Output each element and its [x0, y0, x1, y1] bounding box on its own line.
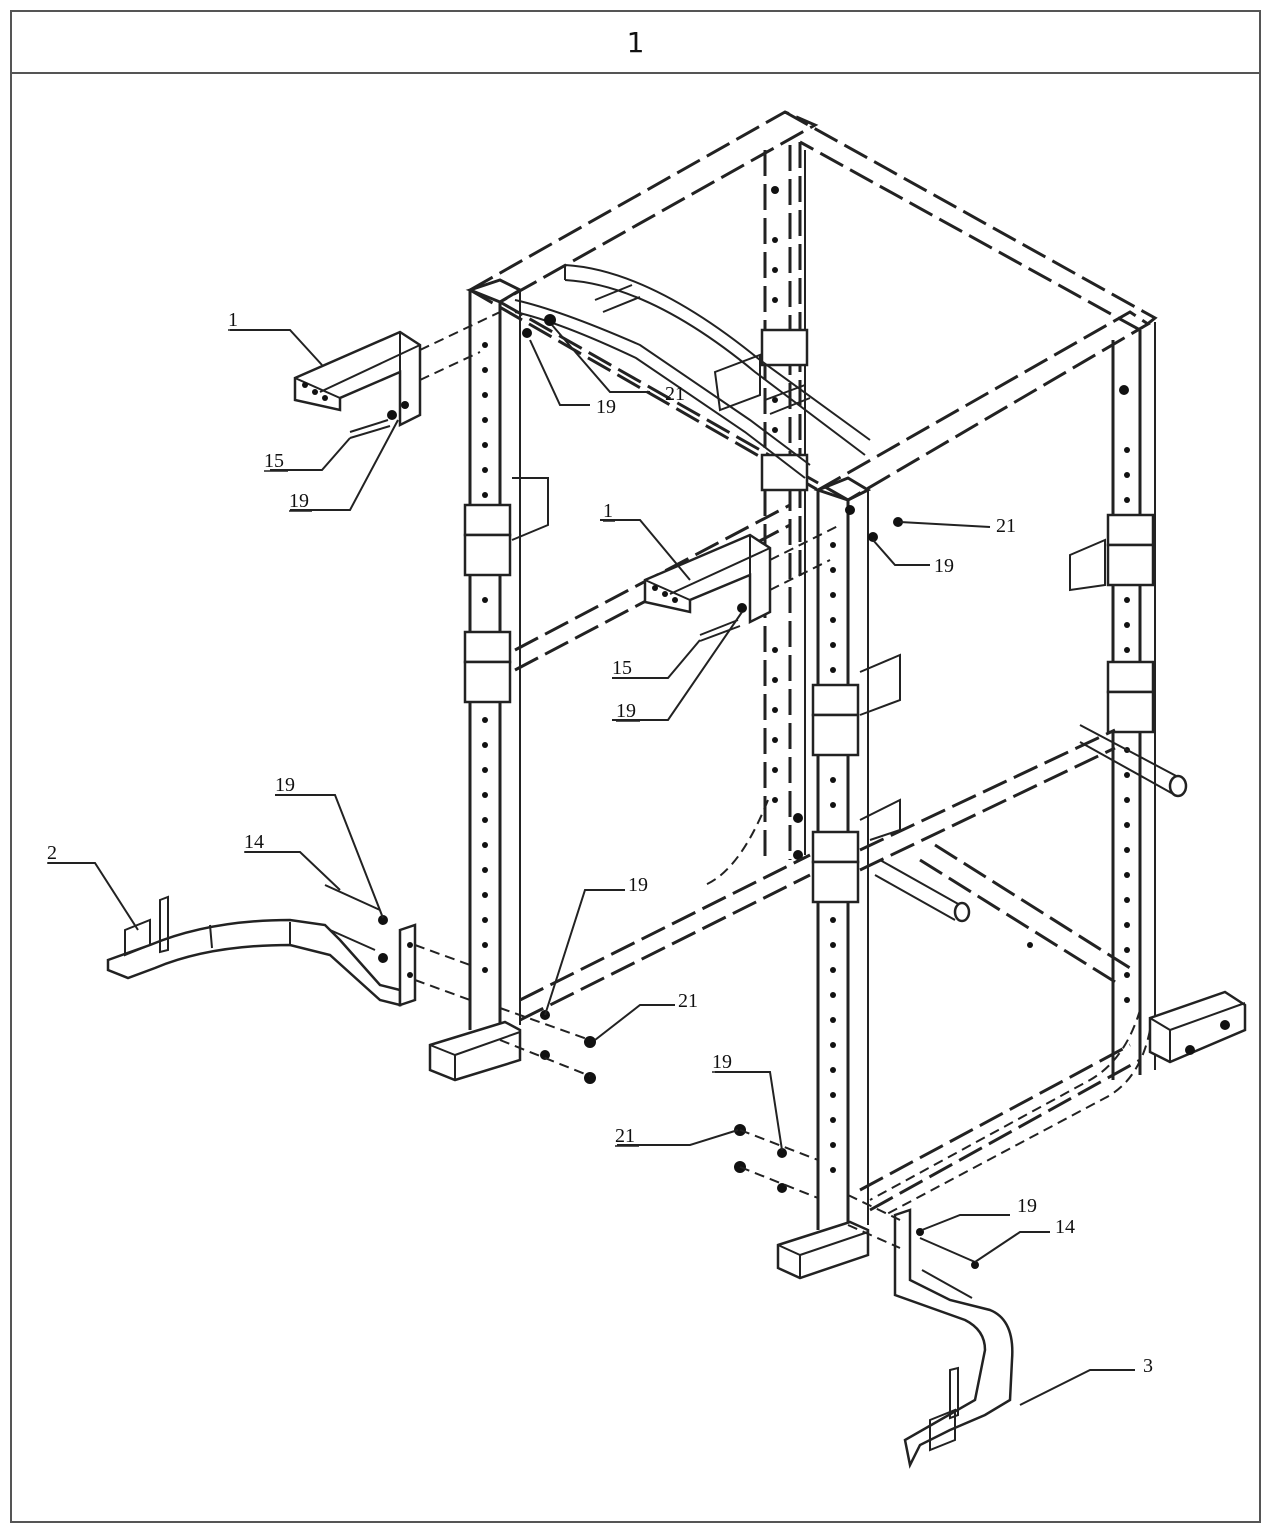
- label-part-21-right: 21: [996, 515, 1016, 537]
- label-part-19-top-left: 19: [289, 490, 309, 512]
- label-part-19-foot: 19: [1017, 1195, 1037, 1217]
- upright-rear-right: [1069, 322, 1247, 1080]
- step-number: 1: [626, 25, 645, 59]
- part-1-middle: [643, 517, 903, 642]
- step-header: 1: [12, 12, 1259, 74]
- lower-crossbars: [514, 503, 1151, 1216]
- label-part-2: 2: [47, 842, 57, 864]
- upright-rear-left: [704, 145, 809, 886]
- hardware-dots: [499, 314, 819, 1199]
- diagram-frame: 1: [10, 10, 1261, 1523]
- label-part-19-top: 19: [596, 396, 616, 418]
- holes-front-right: [830, 542, 836, 1173]
- label-part-15-mid: 15: [612, 657, 632, 679]
- safety-bar: [874, 724, 1188, 948]
- label-part-14-foot: 14: [1055, 1216, 1075, 1238]
- pull-up-bar: [514, 264, 871, 479]
- label-part-3: 3: [1143, 1355, 1153, 1377]
- label-part-21-top: 21: [665, 383, 685, 405]
- label-part-15-top: 15: [264, 450, 284, 472]
- label-part-19-right: 19: [934, 555, 954, 577]
- label-part-21-bottom: 21: [678, 990, 698, 1012]
- part-2-left-foot: [106, 884, 471, 1007]
- holes-front-left: [482, 342, 488, 973]
- upright-front-left: [428, 278, 549, 1082]
- part-1-top-left: [293, 311, 501, 439]
- label-part-19-left: 19: [275, 774, 295, 796]
- label-part-21-lower: 21: [615, 1125, 635, 1147]
- part-3-right-foot: [847, 1194, 1014, 1469]
- upright-front-right: [776, 476, 901, 1280]
- part-labels: 1 15 19 19 21 1 15 19 21 19 19 14 2 19 2…: [47, 309, 1153, 1377]
- leader-lines: [48, 324, 1135, 1406]
- label-part-19-lower: 19: [712, 1051, 732, 1073]
- label-part-19-mid: 19: [616, 700, 636, 722]
- label-part-19-bottom: 19: [628, 874, 648, 896]
- label-part-14-left: 14: [244, 831, 264, 853]
- top-frame: [469, 110, 1158, 580]
- label-underlines: [47, 329, 736, 1147]
- label-part-1-top: 1: [228, 309, 238, 331]
- label-part-1-mid: 1: [603, 500, 613, 522]
